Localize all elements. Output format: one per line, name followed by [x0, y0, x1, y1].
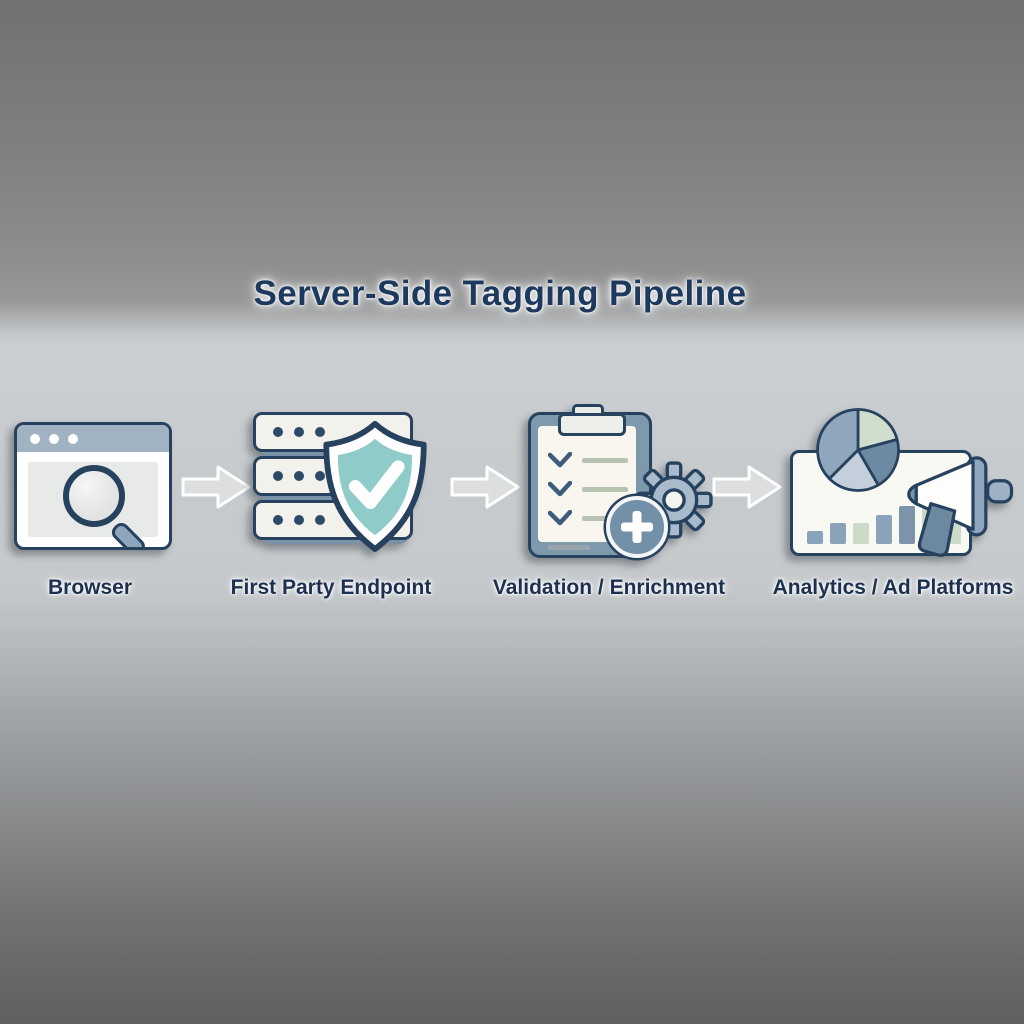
- checklist-row: [548, 481, 628, 498]
- stage-analytics-ad-platforms: [778, 400, 1024, 570]
- analytics-dashboard-icon: [778, 400, 1024, 570]
- server-led-dot: [315, 515, 325, 525]
- magnifier-glass: [63, 465, 125, 527]
- megaphone-icon: [907, 456, 1014, 557]
- check-icon: [548, 510, 572, 526]
- magnifier-handle: [108, 519, 149, 547]
- server-led-dot: [273, 515, 283, 525]
- checklist-line: [582, 458, 628, 463]
- server-stack-icon: [253, 412, 443, 558]
- chart-bar: [807, 531, 823, 544]
- chart-bar: [853, 523, 869, 544]
- checklist-line: [582, 516, 628, 521]
- shield-check-icon: [323, 420, 427, 552]
- checklist-row: [548, 452, 628, 469]
- flow-arrow-icon: [180, 460, 252, 514]
- browser-window-icon: [14, 422, 172, 550]
- clipboard-clip-bar: [558, 413, 626, 436]
- server-led-dot: [294, 427, 304, 437]
- window-control-dot: [30, 433, 40, 444]
- checklist-rows: [548, 452, 628, 556]
- checklist-row: [548, 539, 628, 556]
- check-icon: [548, 481, 572, 497]
- stage-label-first-party-endpoint: First Party Endpoint: [230, 576, 432, 599]
- clipboard-checklist-icon: [518, 402, 730, 570]
- pie-chart-icon: [816, 408, 900, 492]
- flow-arrow-icon: [711, 460, 783, 514]
- chart-bar: [830, 523, 846, 544]
- stage-first-party-endpoint: [253, 412, 443, 558]
- magnifier-icon: [63, 465, 149, 547]
- checklist-row: [548, 510, 628, 527]
- server-led-dot: [294, 471, 304, 481]
- diagram-title: Server-Side Tagging Pipeline: [253, 274, 747, 313]
- window-control-dot: [49, 433, 59, 444]
- stage-label-validation-enrichment: Validation / Enrichment: [492, 576, 726, 599]
- check-icon: [548, 452, 572, 468]
- stage-browser: [14, 422, 172, 550]
- chart-bar: [899, 506, 915, 544]
- stage-label-analytics-ad-platforms: Analytics / Ad Platforms: [772, 576, 1014, 599]
- server-led-dot: [273, 427, 283, 437]
- server-led-dot: [315, 427, 325, 437]
- stage-label-browser: Browser: [47, 576, 133, 599]
- window-control-dot: [68, 433, 78, 444]
- browser-titlebar: [17, 425, 169, 452]
- flow-arrow-icon: [449, 460, 521, 514]
- chart-bar: [876, 515, 892, 544]
- plus-icon: [606, 496, 668, 558]
- server-led-dot: [273, 471, 283, 481]
- checklist-line: [548, 545, 590, 550]
- server-led-dot: [315, 471, 325, 481]
- server-led-dot: [294, 515, 304, 525]
- checklist-line: [582, 487, 628, 492]
- stage-validation-enrichment: [518, 402, 730, 570]
